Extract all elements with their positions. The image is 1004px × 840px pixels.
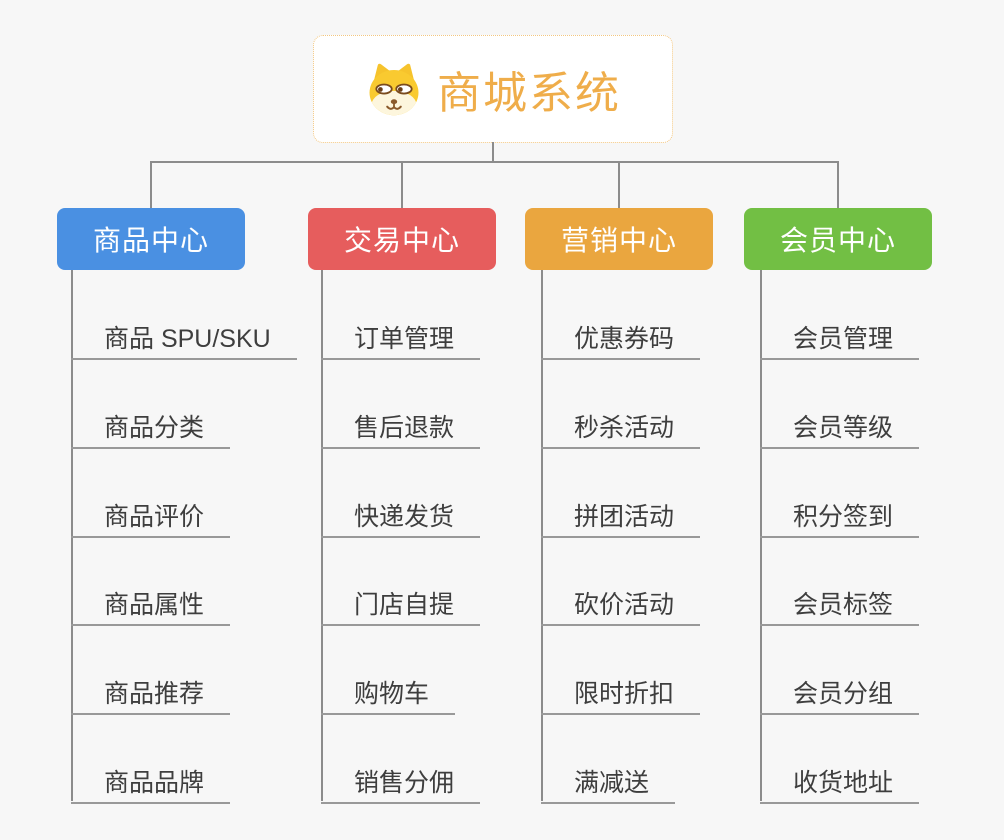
leaf-node[interactable]: 收货地址 xyxy=(760,755,920,804)
leaf-node[interactable]: 积分签到 xyxy=(760,489,920,538)
connector-horizontal xyxy=(150,161,839,163)
leaf-node[interactable]: 售后退款 xyxy=(321,400,481,449)
branch-box-marketing[interactable]: 营销中心 xyxy=(525,208,713,270)
root-title: 商城系统 xyxy=(437,69,621,118)
leaf-node[interactable]: 限时折扣 xyxy=(541,666,701,716)
leaf-node[interactable]: 满减送 xyxy=(541,755,676,804)
leaf-node[interactable]: 快递发货 xyxy=(321,489,481,538)
branch-label: 商品中心 xyxy=(92,225,209,256)
branch-box-trade[interactable]: 交易中心 xyxy=(308,208,496,270)
leaf-node[interactable]: 优惠券码 xyxy=(541,311,701,360)
branch-children-trade: 订单管理售后退款快递发货门店自提购物车销售分佣 xyxy=(321,270,581,815)
branch-children-member: 会员管理会员等级积分签到会员标签会员分组收货地址 xyxy=(760,270,1004,815)
connector-drop-trade xyxy=(401,161,403,208)
branch-box-member[interactable]: 会员中心 xyxy=(744,208,932,270)
connector-drop-marketing xyxy=(618,161,620,208)
leaf-node[interactable]: 商品评价 xyxy=(71,489,231,538)
leaf-node[interactable]: 商品分类 xyxy=(71,400,231,449)
leaf-node[interactable]: 秒杀活动 xyxy=(541,400,701,449)
leaf-node[interactable]: 会员标签 xyxy=(760,577,920,627)
root-node[interactable]: 商城系统 xyxy=(313,35,673,143)
leaf-node[interactable]: 会员管理 xyxy=(760,311,920,360)
leaf-node[interactable]: 砍价活动 xyxy=(541,577,701,627)
connector-root-stub xyxy=(492,142,494,162)
branch-children-goods: 商品 SPU/SKU 商品分类商品评价商品属性商品推荐商品品牌 xyxy=(71,270,331,815)
leaf-node[interactable]: 门店自提 xyxy=(321,577,481,627)
leaf-node[interactable]: 会员分组 xyxy=(760,666,920,716)
shiba-dog-icon xyxy=(365,59,423,119)
branch-label: 交易中心 xyxy=(343,225,460,256)
leaf-node[interactable]: 商品品牌 xyxy=(71,755,231,804)
leaf-node[interactable]: 会员等级 xyxy=(760,400,920,449)
connector-drop-member xyxy=(837,161,839,208)
leaf-node[interactable]: 销售分佣 xyxy=(321,755,481,804)
branch-box-goods[interactable]: 商品中心 xyxy=(57,208,245,270)
leaf-node[interactable]: 拼团活动 xyxy=(541,489,701,538)
branch-label: 营销中心 xyxy=(560,225,677,256)
leaf-node[interactable]: 商品属性 xyxy=(71,577,231,627)
leaf-node[interactable]: 订单管理 xyxy=(321,311,481,360)
leaf-node[interactable]: 购物车 xyxy=(321,666,456,716)
leaf-node[interactable]: 商品 SPU/SKU xyxy=(71,311,297,360)
branch-children-marketing: 优惠券码秒杀活动拼团活动砍价活动限时折扣满减送 xyxy=(541,270,801,815)
leaf-node[interactable]: 商品推荐 xyxy=(71,666,231,716)
connector-drop-goods xyxy=(150,161,152,208)
branch-label: 会员中心 xyxy=(779,225,896,256)
